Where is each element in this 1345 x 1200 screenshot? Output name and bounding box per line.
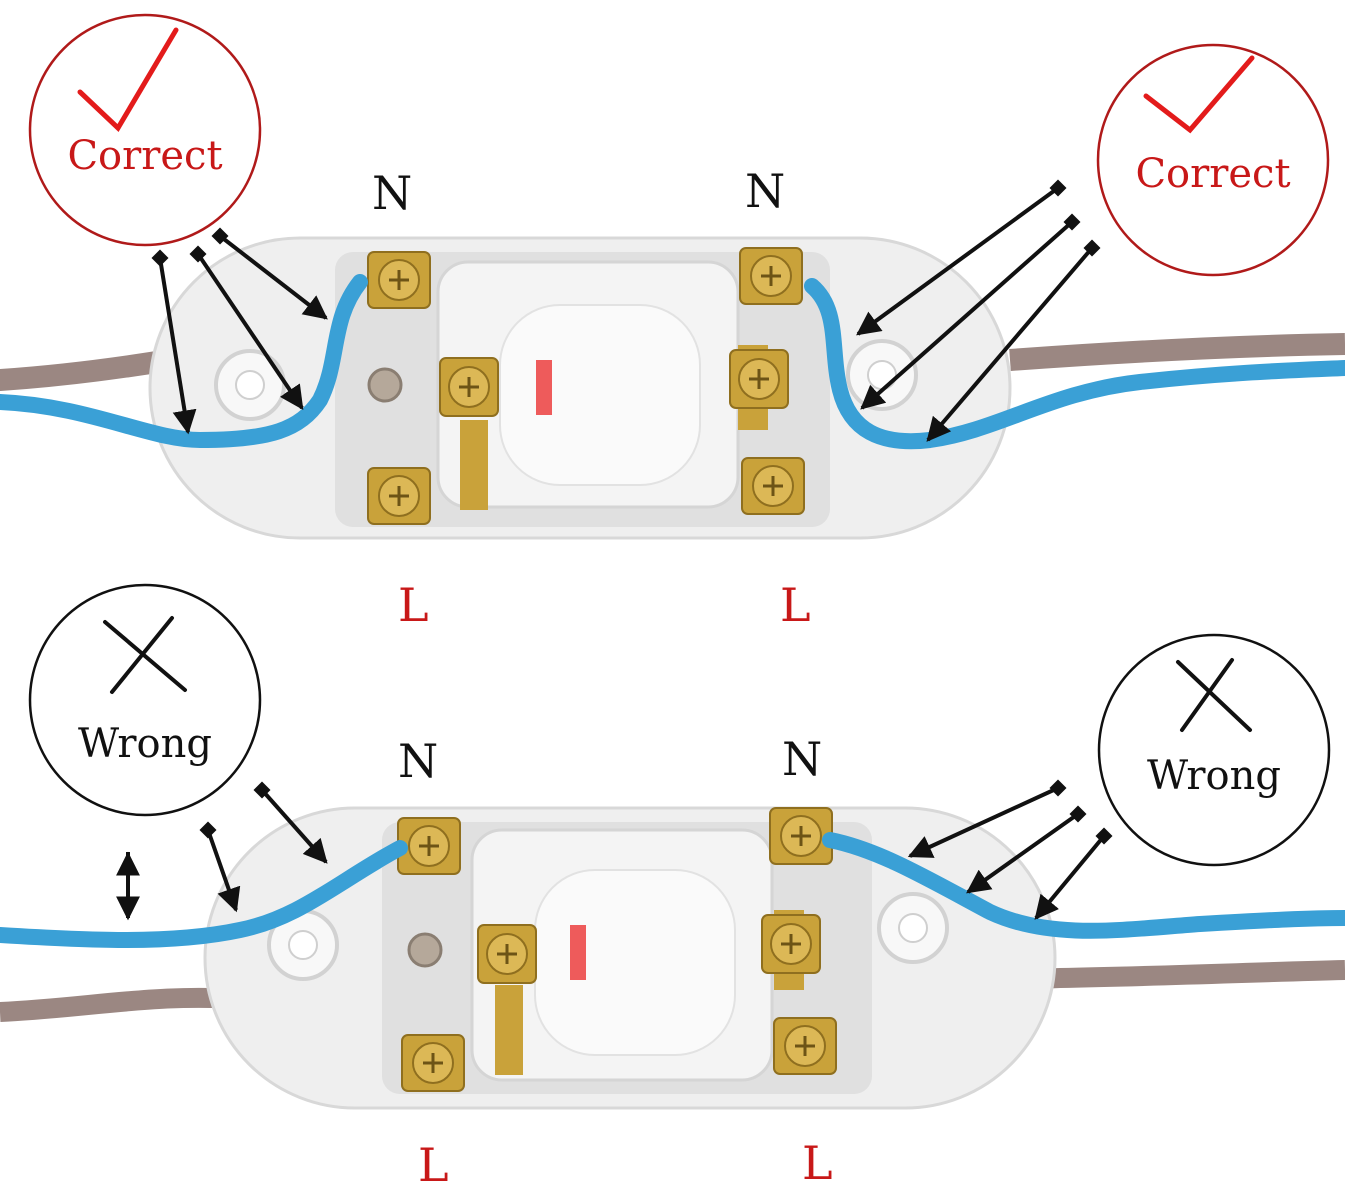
neutral-label-top-left: N: [372, 166, 413, 220]
terminal-live-left: [401, 1034, 465, 1092]
verdict-text-top-left: Correct: [67, 133, 223, 179]
live-label-top-left: L: [398, 578, 429, 632]
live-wire-right: [1009, 333, 1345, 371]
terminal-live-right: [741, 457, 805, 515]
terminal-live-left: [367, 467, 431, 525]
check-icon: [77, 27, 179, 132]
verdict-circle-bottom-left: [28, 583, 262, 817]
verdict-text-top-right: Correct: [1135, 151, 1291, 197]
live-label-top-right: L: [780, 578, 811, 632]
terminal-mid-right: [761, 914, 821, 974]
verdict-circle-top-left: [28, 13, 262, 247]
neutral-wire-left: [0, 274, 368, 449]
neutral-wire-right: [804, 278, 1345, 450]
terminal-neutral-left: [367, 251, 431, 309]
terminal-mid-left: [439, 357, 499, 417]
terminal-neutral-right: [739, 247, 803, 305]
cross-icon: [1176, 658, 1252, 732]
bottom-switch-assembly: [0, 806, 1345, 1110]
neutral-wire-left: [0, 840, 408, 948]
terminal-neutral-right: [769, 807, 833, 865]
terminal-neutral-left: [397, 817, 461, 875]
terminal-mid-left: [477, 924, 537, 984]
top-switch-assembly: [0, 236, 1345, 540]
live-label-bottom-left: L: [418, 1138, 449, 1192]
live-label-bottom-right: L: [802, 1136, 833, 1190]
verdict-text-bottom-left: Wrong: [78, 721, 212, 767]
neutral-label-top-right: N: [745, 164, 786, 218]
verdict-circle-bottom-right: [1097, 633, 1331, 867]
neutral-label-bottom-right: N: [782, 732, 823, 786]
top-pointer-arrows: [158, 186, 1094, 442]
cross-icon: [103, 616, 187, 694]
verdict-text-bottom-right: Wrong: [1147, 753, 1281, 799]
neutral-wire-right: [822, 832, 1345, 939]
bottom-pointer-arrows: [116, 786, 1106, 921]
check-icon: [1143, 55, 1255, 134]
neutral-label-bottom-left: N: [398, 734, 439, 788]
terminal-live-right: [773, 1017, 837, 1075]
terminal-mid-right: [729, 349, 789, 409]
